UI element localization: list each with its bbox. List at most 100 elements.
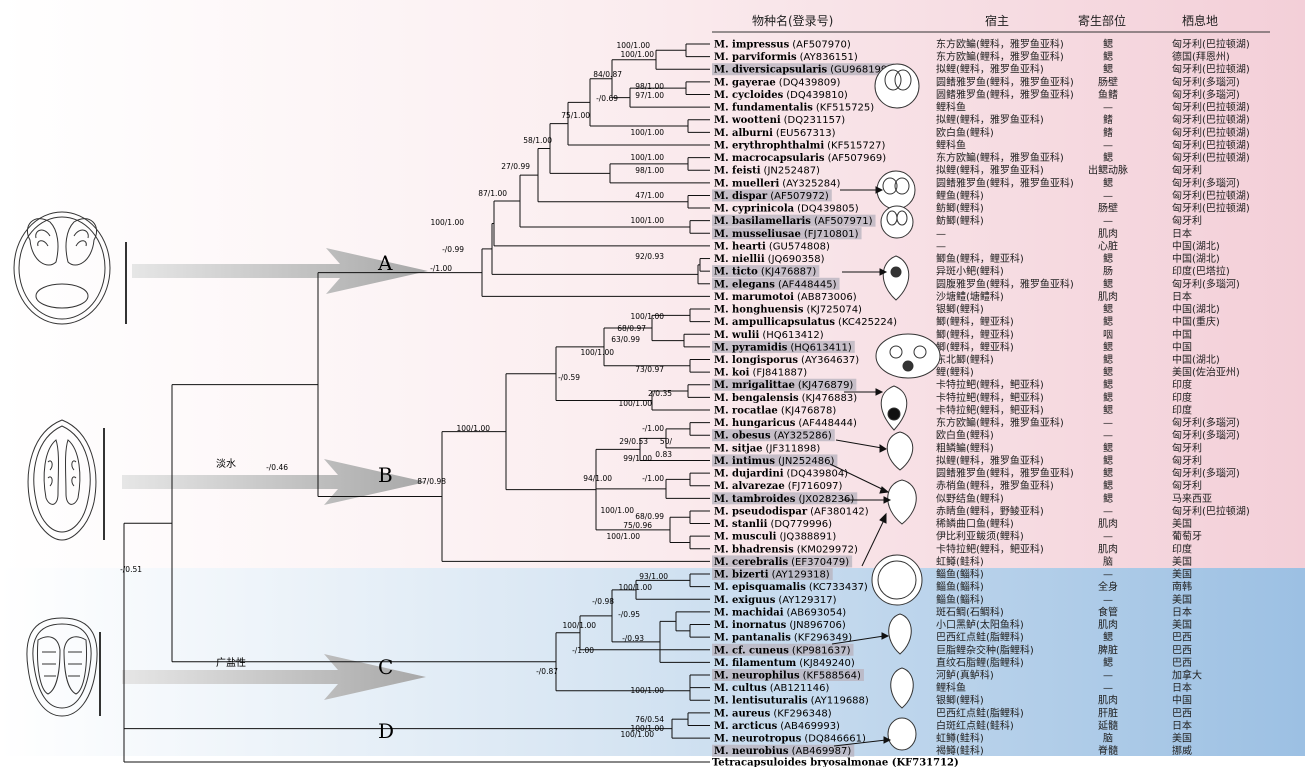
tip-56: M. neurobius(AB469987) [712, 744, 855, 757]
table-row-33: 拟鲤(鲤科，雅罗鱼亚科)鳃匈牙利 [936, 454, 1202, 467]
taxon-name: M. bhadrensis [714, 544, 794, 555]
site-cell: 鳃 [1103, 63, 1113, 76]
host-cell: 圆鳍雅罗鱼(鲤科，雅罗鱼亚科) [936, 176, 1074, 189]
host-cell: 鲫(鲤科，鲤亚科) [936, 340, 1014, 353]
table-row-7: 欧白鱼(鲤科)鳍匈牙利(巴拉顿湖) [936, 126, 1250, 139]
habitat-freshwater: 淡水 [216, 458, 236, 470]
site-cell: 鳃 [1103, 391, 1113, 404]
table-row-8: 鲤科鱼—匈牙利(巴拉顿湖) [936, 138, 1250, 151]
locality-cell: 印度 [1172, 378, 1192, 391]
inset-spore-3 [880, 205, 914, 239]
accession-number: (KJ476878) [781, 405, 837, 416]
taxon-name: M. intimus [714, 456, 775, 467]
host-cell: 银鲫(鲤科) [936, 694, 984, 707]
host-cell: 卡特拉鲃(鲤科，鲃亚科) [936, 542, 1044, 555]
accession-number: (HQ613411) [790, 342, 851, 353]
site-cell: 鳃 [1103, 303, 1113, 316]
support-value: 100/1.00 [630, 153, 664, 162]
accession-number: (AY119688) [811, 696, 869, 707]
host-cell: 东方欧鳊(鲤科，雅罗鱼亚科) [936, 151, 1064, 164]
tip-labels: M. impressus(AF507970)M. parviformis(AY8… [712, 40, 959, 767]
host-cell: 鲤科鱼 [936, 138, 966, 151]
site-cell: 鳃 [1103, 366, 1113, 379]
host-cell: 鲂鲫(鲤科) [936, 214, 984, 227]
tip-19: M. elegans(AF448445) [712, 277, 840, 290]
taxon-name: M. marumotoi [714, 292, 794, 303]
support-value: 68/0.99 [635, 512, 664, 521]
clade-arrows [122, 248, 428, 700]
locality-cell: 印度 [1172, 403, 1192, 416]
accession-number: (DQ439809) [779, 77, 841, 88]
host-cell: 异斑小鲃(鲤科) [936, 265, 1004, 278]
support-value: 100/1.00 [580, 348, 614, 357]
taxon-name: M. neurophilus [714, 671, 800, 682]
taxon-name: M. erythrophthalmi [714, 140, 824, 151]
site-cell: 鳃 [1103, 492, 1113, 505]
taxon-name: M. arcticus [714, 721, 778, 732]
taxon-name: M. diversicapsularis [714, 65, 828, 76]
accession-number: (KJ476887) [761, 267, 817, 278]
site-cell: 脊髓 [1098, 744, 1118, 757]
taxon-name: M. pantanalis [714, 633, 791, 644]
host-cell: 赤梢鱼(鲤科，雅罗鱼亚科) [936, 479, 1054, 492]
table-row-34: 圆鳍雅罗鱼(鲤科，雅罗鱼亚科)鳃匈牙利(多瑙河) [936, 467, 1240, 480]
accession-number: (EF370479) [791, 557, 849, 568]
site-cell: 延髓 [1098, 719, 1118, 732]
locality-cell: 美国 [1172, 618, 1192, 631]
table-row-6: 拟鲤(鲤科，雅罗鱼亚科)鳍匈牙利(巴拉顿湖) [936, 113, 1250, 126]
table-row-52: 银鲫(鲤科)肌肉中国 [936, 694, 1192, 707]
table-row-51: 鲤科鱼—日本 [936, 681, 1192, 694]
tip-30: M. hungaricus(AF448444) [714, 418, 857, 429]
locality-cell: 印度 [1172, 391, 1192, 404]
locality-cell: 中国 [1172, 328, 1192, 341]
site-cell: — [1103, 431, 1113, 442]
taxon-highlight [712, 669, 864, 681]
clade-label-d: D [378, 719, 394, 743]
site-cell: 肠 [1103, 266, 1113, 278]
support-value: 87/1.00 [478, 189, 507, 198]
tip-24: M. pyramidis(HQ613411) [712, 340, 855, 353]
support-value: 100/1.00 [456, 424, 490, 433]
site-cell: 鳃 [1103, 441, 1113, 454]
accession-number: (JQ690358) [768, 254, 825, 265]
tip-33: M. intimus(JN252486) [712, 454, 838, 467]
tip-37: M. pseudodispar(AF380142) [714, 506, 869, 517]
inset-spore-8 [887, 479, 917, 525]
taxon-name: M. parviformis [714, 52, 797, 63]
inset-spore-5 [875, 333, 941, 379]
host-cell: 欧白鱼(鲤科) [936, 429, 994, 442]
site-cell: — [1103, 671, 1113, 682]
site-cell: 鳃 [1103, 378, 1113, 391]
inset-pointer-arrows [829, 186, 892, 747]
host-cell: 鲤鱼(鲤科) [936, 189, 984, 202]
accession-number: (AF507969) [828, 153, 887, 164]
site-cell: 脾脏 [1098, 643, 1118, 656]
host-cell: 鲫(鲤科，鲤亚科) [936, 328, 1014, 341]
site-cell: 鳃 [1103, 479, 1113, 492]
host-cell: 似野结鱼(鲤科) [936, 492, 1004, 505]
support-value: 100/1.00 [630, 128, 664, 137]
tip-15: M. musseliusae(FJ710801) [712, 227, 862, 240]
taxon-name: M. episquamalis [714, 582, 806, 593]
taxon-highlight [712, 214, 876, 227]
accession-number: (FJ710801) [804, 229, 859, 240]
accession-number: (DQ439804) [787, 469, 849, 480]
tip-25: M. longisporus(AY364637) [714, 355, 859, 366]
table-row-48: 巨脂鲤杂交种(脂鲤科)脾脏巴西 [936, 643, 1192, 656]
host-cell: 巨脂鲤杂交种(脂鲤科) [936, 643, 1034, 656]
table-row-25: 东北鲫(鲤科)鳃中国(湖北) [936, 353, 1220, 366]
taxon-name: M. cultus [714, 683, 767, 694]
tip-21: M. honghuensis(KJ725074) [714, 305, 862, 316]
support-value: -/1.00 [572, 646, 594, 655]
table-row-22: 鲫(鲤科，鲤亚科)鳃中国(重庆) [936, 315, 1220, 328]
host-cell: 卡特拉鲃(鲤科，鲃亚科) [936, 403, 1044, 416]
support-value: 75/1.00 [561, 111, 590, 120]
locality-cell: 匈牙利(多瑙河) [1172, 277, 1240, 290]
taxon-name: M. ticto [714, 267, 758, 278]
support-value: 50/ [660, 437, 673, 446]
tip-44: M. exiguus(AY129317) [714, 595, 837, 606]
tree-branches [123, 43, 710, 763]
arrow-clade-a [132, 248, 428, 294]
taxon-name: M. macrocapsularis [714, 153, 825, 164]
table-row-4: 圆鳍雅罗鱼(鲤科，雅罗鱼亚科)鱼鳍匈牙利(多瑙河) [936, 88, 1240, 101]
